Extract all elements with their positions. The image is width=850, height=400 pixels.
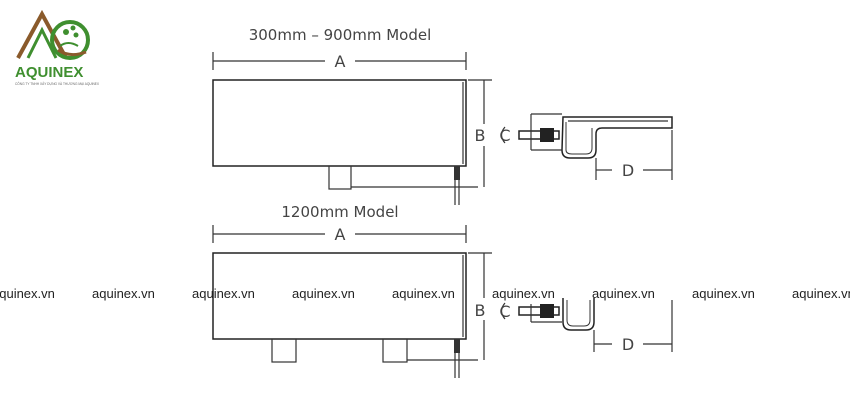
watermark-text: aquinex.vn <box>692 286 755 301</box>
unit-foot-top <box>328 165 352 190</box>
watermark-text: aquinex.vn <box>392 286 455 301</box>
dim-a-label-top: A <box>335 52 346 71</box>
dim-c-label-top: C <box>499 126 510 145</box>
dim-d-label-bottom: D <box>622 335 634 354</box>
aquinex-logo: AQUINEX CÔNG TY TNHH XÂY DỰNG VÀ THƯƠNG … <box>15 9 100 86</box>
dimension-b-bottom: B <box>468 252 492 360</box>
logo-emblem <box>16 9 90 60</box>
unit-body-bottom <box>212 252 467 340</box>
dimension-a-bottom: A <box>212 225 467 244</box>
watermark-text: aquinex.vn <box>792 286 850 301</box>
unit-foot-right-bottom <box>382 338 408 363</box>
diagram-bottom: 1200mm Model A B <box>212 203 673 378</box>
side-view-top <box>518 113 673 159</box>
watermark-row: aquinex.vn aquinex.vn aquinex.vn aquinex… <box>0 286 850 301</box>
watermark-text: aquinex.vn <box>292 286 355 301</box>
logo-tagline: CÔNG TY TNHH XÂY DỰNG VÀ THƯƠNG MẠI AQUI… <box>15 81 100 86</box>
dim-d-label-top: D <box>622 161 634 180</box>
dimension-d-bottom: D <box>593 300 673 354</box>
dimension-b-top: B <box>468 79 492 187</box>
dim-b-label-bottom: B <box>475 301 486 320</box>
watermark-text: aquinex.vn <box>192 286 255 301</box>
side-view-bottom <box>518 298 595 331</box>
watermark-text: aquinex.vn <box>0 286 55 301</box>
dimension-c-top: C <box>499 126 510 145</box>
dimension-d-top: D <box>595 130 673 180</box>
dim-b-label-top: B <box>475 126 486 145</box>
watermark-text: aquinex.vn <box>492 286 555 301</box>
diagram-top: 300mm – 900mm Model A B <box>212 26 673 205</box>
connector-pipe-bottom <box>454 339 460 378</box>
unit-foot-left-bottom <box>271 338 297 363</box>
dim-a-label-bottom: A <box>335 225 346 244</box>
connector-pipe-top <box>454 166 460 205</box>
dimension-a-top: A <box>212 52 467 71</box>
unit-body-top <box>212 79 467 167</box>
dimension-c-bottom: C <box>499 302 510 321</box>
logo-name: AQUINEX <box>15 64 83 81</box>
watermark-text: aquinex.vn <box>92 286 155 301</box>
diagram-top-title: 300mm – 900mm Model <box>249 26 432 44</box>
watermark-text: aquinex.vn <box>592 286 655 301</box>
diagram-bottom-title: 1200mm Model <box>281 203 398 221</box>
dim-c-label-bottom: C <box>499 302 510 321</box>
